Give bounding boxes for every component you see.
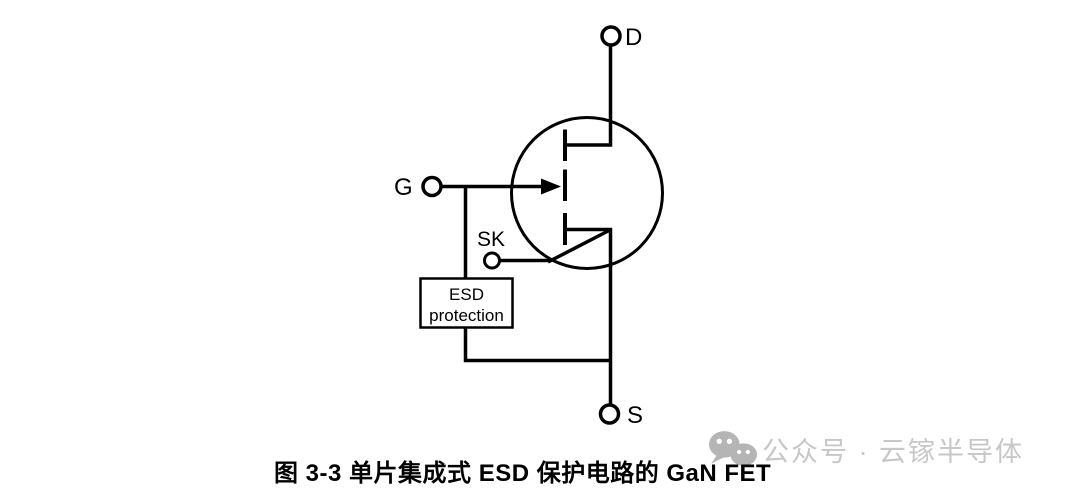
source-lead-wire xyxy=(565,227,613,405)
source-terminal xyxy=(598,403,621,425)
esd-box-label-line2: protection xyxy=(429,306,504,325)
figure-caption: 图 3-3 单片集成式 ESD 保护电路的 GaN FET xyxy=(274,460,772,487)
wechat-icon xyxy=(709,431,757,468)
drain-label: D xyxy=(625,24,642,51)
esd-protection-box xyxy=(419,277,514,329)
esd-box-label-line1: ESD xyxy=(449,285,484,304)
watermark-text: 公众号 · 云镓半导体 xyxy=(762,437,1024,467)
drain-lead-wire xyxy=(565,45,613,147)
sk-label: SK xyxy=(477,228,505,251)
drain-terminal xyxy=(600,25,622,47)
gate-terminal xyxy=(421,175,443,198)
source-label: S xyxy=(627,402,643,429)
gate-arrowhead xyxy=(541,178,561,195)
esd-to-source-wire xyxy=(463,327,611,363)
transistor-body-circle xyxy=(510,116,664,270)
gate-label: G xyxy=(394,174,413,201)
sk-diagonal-wire xyxy=(547,227,612,264)
sk-terminal xyxy=(483,251,501,270)
